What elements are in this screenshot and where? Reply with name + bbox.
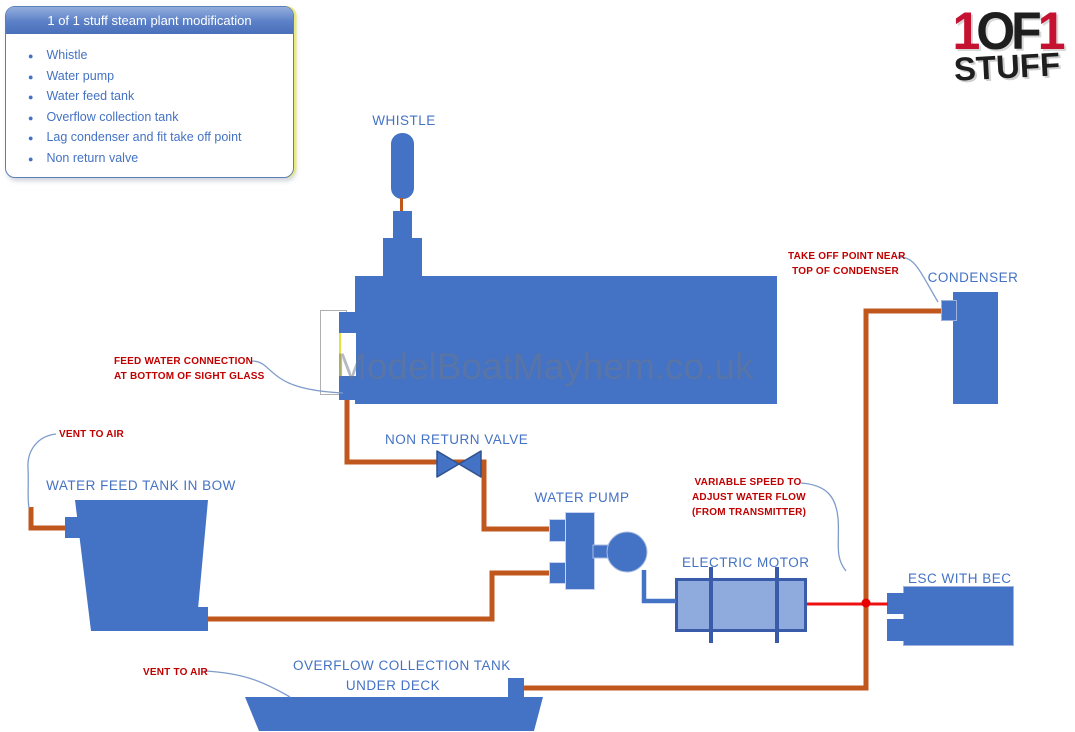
overflow-tank-label: OVERFLOW COLLECTION TANK UNDER DECK (293, 656, 511, 696)
legend-item: ● Lag condenser and fit take off point (28, 128, 285, 149)
legend-item: ● Whistle (28, 46, 285, 67)
watermark-text: ModelBoatMayhem.co.uk (336, 346, 754, 387)
pump-motor-link (641, 570, 676, 604)
pump-inlet-port-top (549, 519, 566, 542)
sight-glass-tube (339, 333, 356, 376)
pipe-sightglass-to-pump (344, 398, 556, 532)
legend-item: ● Water pump (28, 67, 285, 88)
non-return-valve-right (458, 450, 482, 478)
esc-tab-top (887, 593, 904, 614)
legend-item-label: Lag condenser and fit take off point (46, 130, 242, 145)
electric-motor-body (675, 578, 807, 632)
variable-speed-line2: ADJUST WATER FLOW (692, 492, 806, 503)
leader-take-off (897, 256, 939, 303)
feed-water-annotation: FEED WATER CONNECTION AT BOTTOM OF SIGHT… (114, 354, 265, 384)
logo-digit: 1 (1037, 1, 1066, 61)
esc-label: ESC WITH BEC (908, 571, 1012, 586)
condenser-body (953, 292, 998, 404)
whistle-label: WHISTLE (372, 113, 436, 128)
esc-body (903, 586, 1014, 646)
variable-speed-annotation: VARIABLE SPEED TO ADJUST WATER FLOW (FRO… (692, 475, 807, 520)
bullet-icon: ● (28, 153, 34, 164)
bullet-icon: ● (28, 71, 34, 82)
overflow-tank-label-line1: OVERFLOW COLLECTION TANK (293, 658, 511, 673)
take-off-annotation: TAKE OFF POINT NEAR TOP OF CONDENSER (788, 249, 906, 279)
feed-tank-outlet-port (189, 607, 208, 631)
legend-item-label: Non return valve (46, 150, 139, 165)
pipe-feed-tank-to-pump (200, 570, 556, 622)
legend-item-label: Water pump (46, 68, 115, 83)
electric-motor-label: ELECTRIC MOTOR (682, 555, 810, 570)
legend-item: ● Non return valve (28, 149, 285, 170)
leader-feed-water (250, 360, 344, 394)
vent-to-air-bottom-annotation: VENT TO AIR (143, 667, 208, 678)
logo-of: OF (976, 1, 1041, 61)
legend-item: ● Water feed tank (28, 87, 285, 108)
boiler (355, 276, 777, 404)
whistle-base-mount (383, 238, 422, 277)
vent-to-air-top-annotation: VENT TO AIR (59, 429, 124, 440)
water-feed-tank-label: WATER FEED TANK IN BOW (46, 478, 236, 493)
esc-tab-bottom (887, 619, 904, 641)
leader-variable-speed (800, 482, 847, 572)
sight-glass-top-fitting (339, 312, 356, 333)
legend-list: ● Whistle ● Water pump ● Water feed tank ● O… (6, 34, 293, 170)
overflow-tank-label-line2: UNDER DECK (345, 678, 441, 693)
legend-item-label: Water feed tank (46, 89, 135, 104)
legend-item-label: Whistle (46, 48, 88, 62)
whistle-stem-pipe (400, 198, 403, 212)
whistle-neck (393, 211, 412, 239)
take-off-port (941, 300, 957, 321)
water-feed-tank-shape (75, 500, 208, 631)
pipe-feed-tank-vent (28, 507, 74, 531)
1of1-stuff-logo: 1OF1 STUFF (942, 5, 1072, 88)
variable-speed-line1: VARIABLE SPEED TO (694, 477, 802, 488)
feed-water-annotation-line2: AT BOTTOM OF SIGHT GLASS (114, 371, 265, 382)
bullet-icon: ● (28, 51, 34, 61)
overflow-tank-inlet-port (508, 678, 524, 698)
leader-vent-bottom (203, 670, 291, 698)
non-return-valve-label: NON RETURN VALVE (385, 432, 529, 447)
logo-line1: 1OF1 (942, 5, 1072, 58)
condenser-label: CONDENSER (927, 270, 1019, 285)
leader-vent-top (27, 433, 57, 509)
variable-speed-line3: (FROM TRANSMITTER) (692, 507, 807, 518)
legend-title: 1 of 1 stuff steam plant modification (6, 7, 293, 34)
bullet-icon: ● (28, 92, 34, 103)
bullet-icon: ● (28, 112, 34, 123)
take-off-annotation-line2: TOP OF CONDENSER (792, 266, 899, 277)
non-return-valve-left (436, 450, 460, 478)
water-pump-label: WATER PUMP (534, 490, 630, 505)
legend-box: 1 of 1 stuff steam plant modification ● W… (5, 6, 294, 178)
overflow-tank-shape (245, 697, 543, 731)
pump-inlet-port-bottom (549, 562, 566, 584)
bullet-icon: ● (28, 133, 34, 144)
logo-line2: STUFF (952, 45, 1062, 88)
wire-pipe-junction-dot (861, 598, 871, 608)
whistle-body (391, 133, 414, 199)
legend-item-label: Overflow collection tank (46, 109, 179, 124)
logo-digit: 1 (952, 1, 980, 61)
feed-tank-vent-port (65, 517, 82, 538)
sight-glass-bottom-fitting (339, 376, 356, 400)
feed-water-annotation-line1: FEED WATER CONNECTION (114, 356, 254, 367)
pipe-takeoff-to-overflow-tank (516, 308, 945, 691)
pump-crank-wheel (606, 531, 648, 573)
legend-item: ● Overflow collection tank (28, 108, 285, 129)
take-off-annotation-line1: TAKE OFF POINT NEAR (788, 251, 906, 262)
